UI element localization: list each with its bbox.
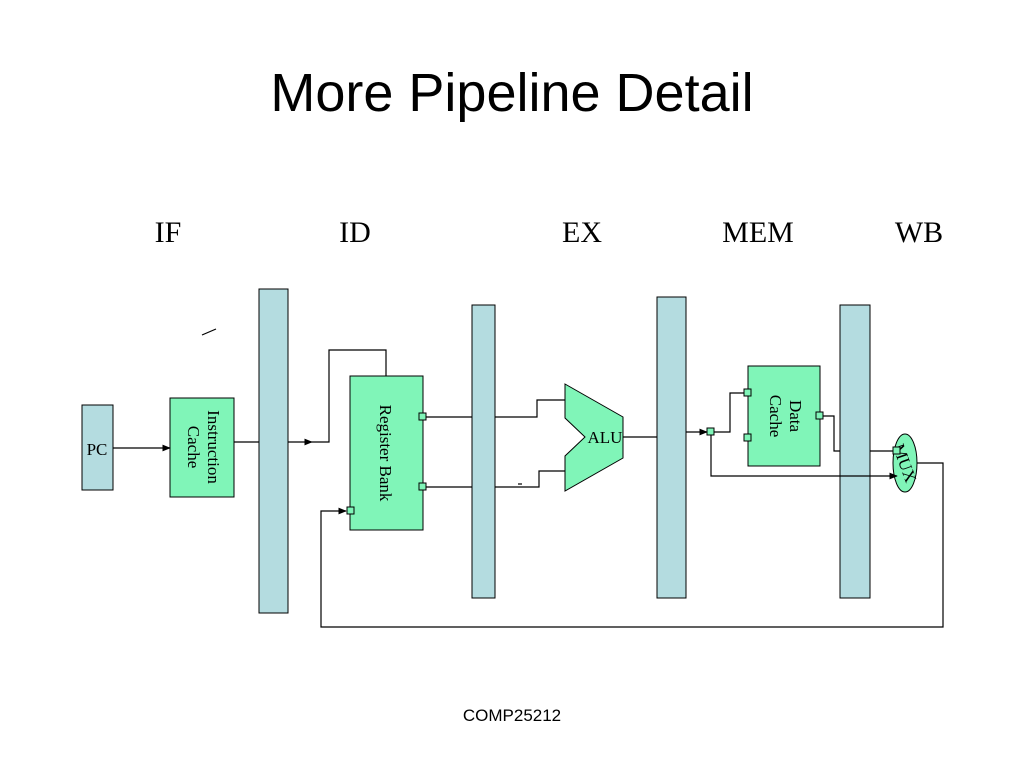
dcache-address-port	[743, 388, 752, 397]
regbank-port-a	[418, 412, 427, 421]
slide-title: More Pipeline Detail	[270, 63, 754, 123]
dcache-data-port	[743, 433, 752, 442]
id-ex-to-alu-a-wire	[495, 399, 565, 418]
stage-label-ex: EX	[562, 216, 602, 249]
pipeline-register-mem-wb	[839, 304, 871, 599]
stage-label-mem: MEM	[722, 216, 794, 249]
instruction-to-regbank-wire	[312, 349, 387, 443]
svg-text:Cache: Cache	[184, 426, 203, 468]
alu	[564, 383, 624, 492]
pipeline-register-ex-mem	[656, 296, 687, 599]
address-to-dcache-wire	[711, 392, 748, 433]
svg-text:Cache: Cache	[766, 395, 785, 437]
stage-label-if: IF	[155, 216, 182, 249]
stage-label-wb: WB	[895, 216, 943, 249]
stray-mark	[201, 328, 217, 336]
writeback-feedback-wire	[320, 462, 944, 628]
pc-register	[81, 404, 114, 491]
regbank-write-port	[346, 506, 355, 515]
pc-label: PC	[87, 440, 108, 459]
id-ex-to-alu-b-wire	[495, 470, 565, 488]
stage-label-id: ID	[339, 216, 371, 249]
pipeline-register-if-id	[258, 288, 289, 614]
alu-bypass-to-mux-wire	[710, 432, 898, 480]
svg-text:Register Bank: Register Bank	[376, 405, 395, 502]
instruction-cache-label: Instruction Cache	[184, 410, 223, 484]
mux-input-port	[892, 446, 901, 455]
data-cache	[747, 365, 821, 467]
dcache-out-port	[815, 411, 824, 420]
register-bank-label: Register Bank	[376, 405, 395, 502]
data-cache-label: Data Cache	[766, 395, 805, 437]
alu-label: ALU	[588, 428, 623, 447]
regbank-port-b	[418, 482, 427, 491]
ex-mem-junction-port	[706, 427, 715, 436]
footer-course-code: COMP25212	[462, 706, 562, 725]
instruction-cache	[169, 397, 235, 498]
svg-text:Data: Data	[786, 400, 805, 433]
pipeline-register-id-ex	[471, 304, 496, 599]
svg-text:Instruction: Instruction	[204, 410, 223, 484]
dcache-out-wire	[820, 415, 840, 452]
register-bank	[349, 375, 424, 531]
